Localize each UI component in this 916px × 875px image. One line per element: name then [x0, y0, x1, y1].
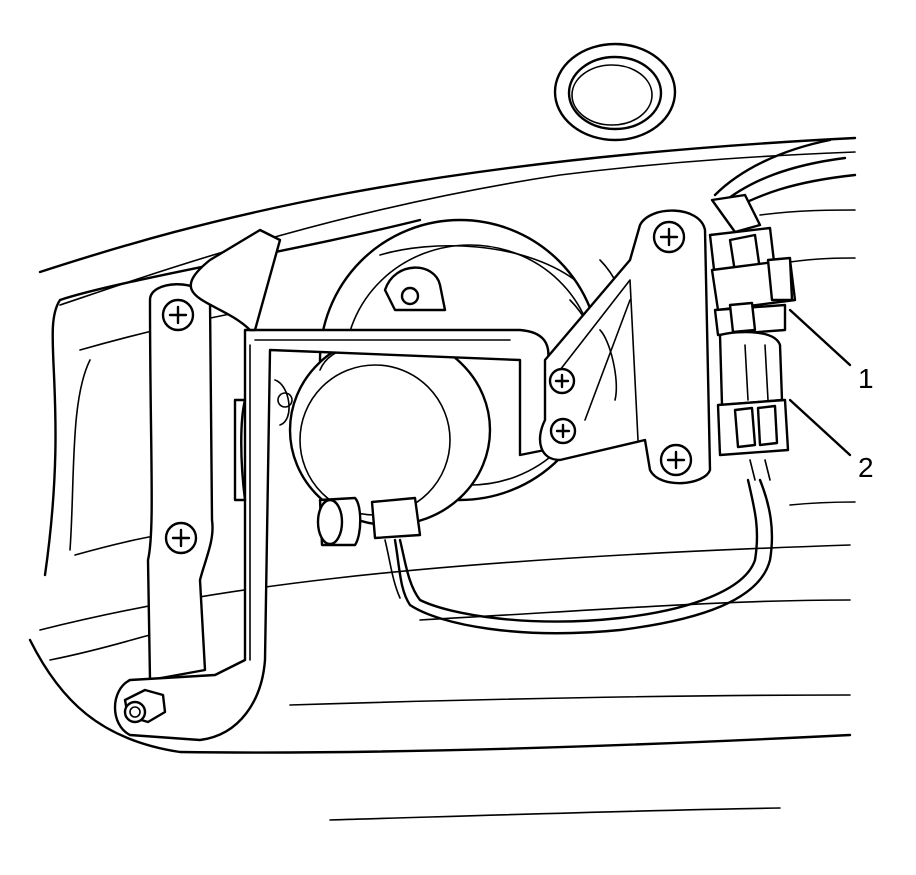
- bumper-fascia: [28, 136, 857, 821]
- screw-upper-right: [652, 220, 686, 254]
- right-bracket-plate: [538, 209, 712, 485]
- screw-lower-right: [659, 443, 693, 477]
- screw-middle-1: [548, 367, 576, 395]
- fog-lamp-body: [288, 266, 492, 547]
- leader-lines: [788, 308, 852, 457]
- callout-1-label: 1: [858, 363, 874, 394]
- screw-upper-left: [161, 298, 195, 332]
- screw-lower-left: [164, 521, 198, 555]
- electrical-connector: [708, 193, 797, 457]
- screw-middle-2: [549, 417, 577, 445]
- stud-nut: [123, 688, 167, 724]
- fascia-marker-circle: [553, 42, 677, 142]
- callout-2-label: 2: [858, 452, 874, 483]
